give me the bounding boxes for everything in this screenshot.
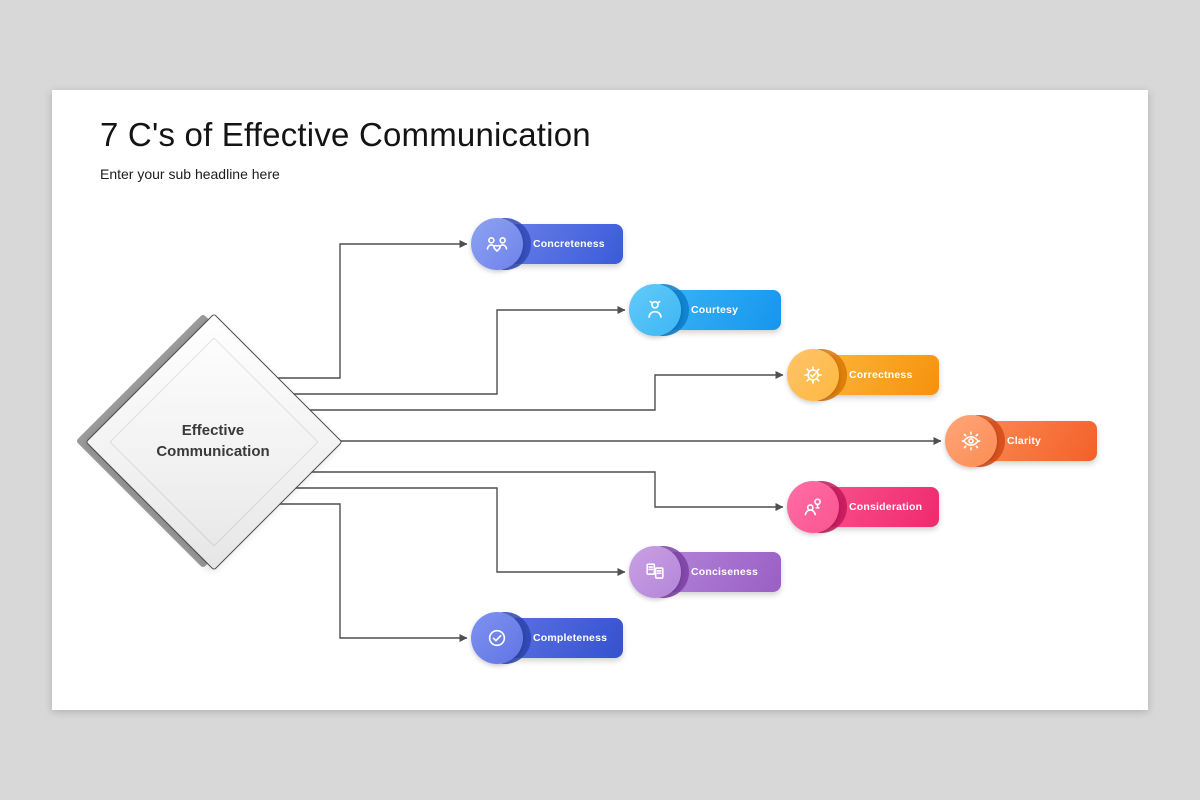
connector-lines (277, 240, 942, 642)
center-diamond-label: Effective Communication (156, 422, 270, 460)
item-label: Clarity (1007, 435, 1042, 447)
diagram-canvas: Effective Communication Concreteness Cou… (52, 90, 1148, 710)
icon-badge (787, 481, 839, 533)
eye-icon (961, 431, 981, 451)
item-label: Consideration (849, 501, 923, 513)
gear-check-icon (804, 366, 822, 384)
icon-badge (945, 415, 997, 467)
check-circle-icon (488, 629, 506, 647)
person-idea-icon (804, 498, 821, 516)
slide-card: 7 C's of Effective Communication Enter y… (52, 90, 1148, 710)
item-concreteness: Concreteness (471, 218, 623, 270)
item-correctness: Correctness (787, 349, 939, 401)
person-icon (648, 300, 662, 318)
icon-badge (629, 546, 681, 598)
icon-badge (471, 218, 523, 270)
icon-badge (629, 284, 681, 336)
page-title: 7 C's of Effective Communication (100, 116, 591, 153)
item-conciseness: Conciseness (629, 546, 781, 598)
documents-icon (646, 563, 664, 579)
item-label: Courtesy (691, 304, 739, 316)
icon-badge (471, 612, 523, 664)
item-consideration: Consideration (787, 481, 939, 533)
item-courtesy: Courtesy (629, 284, 781, 336)
item-label: Correctness (849, 369, 913, 381)
page-subtitle: Enter your sub headline here (100, 166, 280, 182)
item-label: Completeness (533, 632, 608, 644)
item-label: Concreteness (533, 238, 605, 250)
icon-badge (787, 349, 839, 401)
slide-header: 7 C's of Effective Communication Enter y… (100, 116, 591, 182)
item-clarity: Clarity (945, 415, 1097, 467)
item-completeness: Completeness (471, 612, 623, 664)
team-heart-icon (486, 237, 508, 252)
item-label: Conciseness (691, 566, 758, 578)
